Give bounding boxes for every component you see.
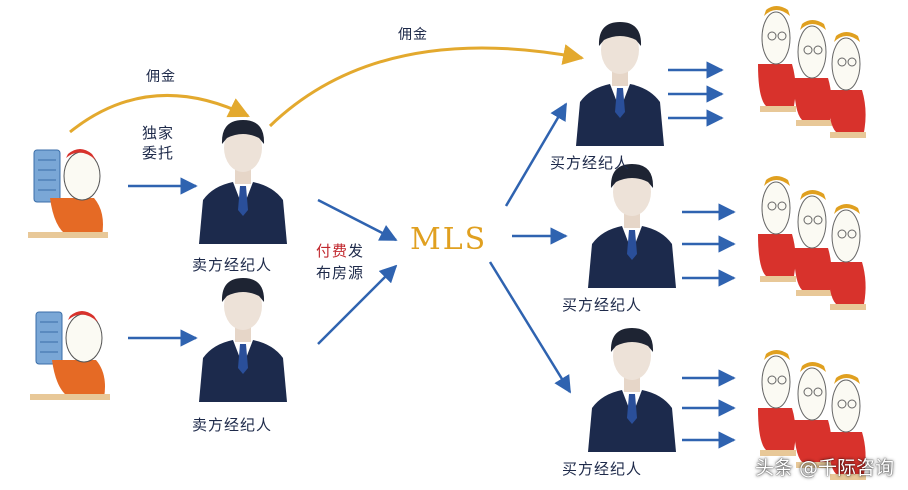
agent-businessman-icon <box>588 328 676 452</box>
seller-cartoon-icon <box>29 310 111 401</box>
buyer-cartoon-icon <box>757 349 797 457</box>
publish-text: 发 <box>348 242 365 260</box>
buyer-cartoon-icon <box>757 175 797 283</box>
buyer-group-middle <box>757 175 867 311</box>
commission-arrow-agent-to-buyer-agent <box>268 44 585 128</box>
agent-businessman-icon <box>588 164 676 288</box>
pay-fee-text: 付费 <box>316 242 349 260</box>
listing-arrow <box>317 264 398 345</box>
commission-arrow-seller-to-agent <box>69 94 250 134</box>
commission-label: 佣金 <box>146 69 176 85</box>
seller-agent-label: 卖方经纪人 <box>192 416 273 434</box>
buyer-cartoon-icon <box>827 31 867 139</box>
agent-businessman-icon <box>576 22 664 146</box>
seller-agent-label: 卖方经纪人 <box>192 256 273 274</box>
buyer-cartoon-icon <box>793 19 833 127</box>
pay-listing-label-line1: 付费发 <box>316 240 364 261</box>
buyer-cartoon-icon <box>757 5 797 113</box>
buyer-cartoon-icon <box>793 189 833 297</box>
entrust-label-line1: 独家 <box>142 124 175 142</box>
listing-arrow <box>317 198 398 242</box>
pay-listing-label-line2: 布房源 <box>316 264 365 282</box>
mls-to-buyer-agent-arrow <box>488 261 572 394</box>
entrust-label-line2: 委托 <box>142 144 175 162</box>
commission-label: 佣金 <box>398 27 428 43</box>
buyer-agent-label: 买方经纪人 <box>562 460 643 478</box>
source-watermark: 头条 @千际咨询 <box>754 457 894 479</box>
agent-businessman-icon <box>199 278 287 402</box>
agent-businessman-icon <box>199 120 287 244</box>
mls-to-buyer-agent-arrow <box>504 102 568 207</box>
mls-hub-label: MLS <box>410 222 488 257</box>
buyer-cartoon-icon <box>827 203 867 311</box>
seller-cartoon-icon <box>27 148 109 239</box>
buyer-agent-label: 买方经纪人 <box>550 154 631 172</box>
buyer-agent-label: 买方经纪人 <box>562 296 643 314</box>
buyer-group-top <box>757 5 867 139</box>
